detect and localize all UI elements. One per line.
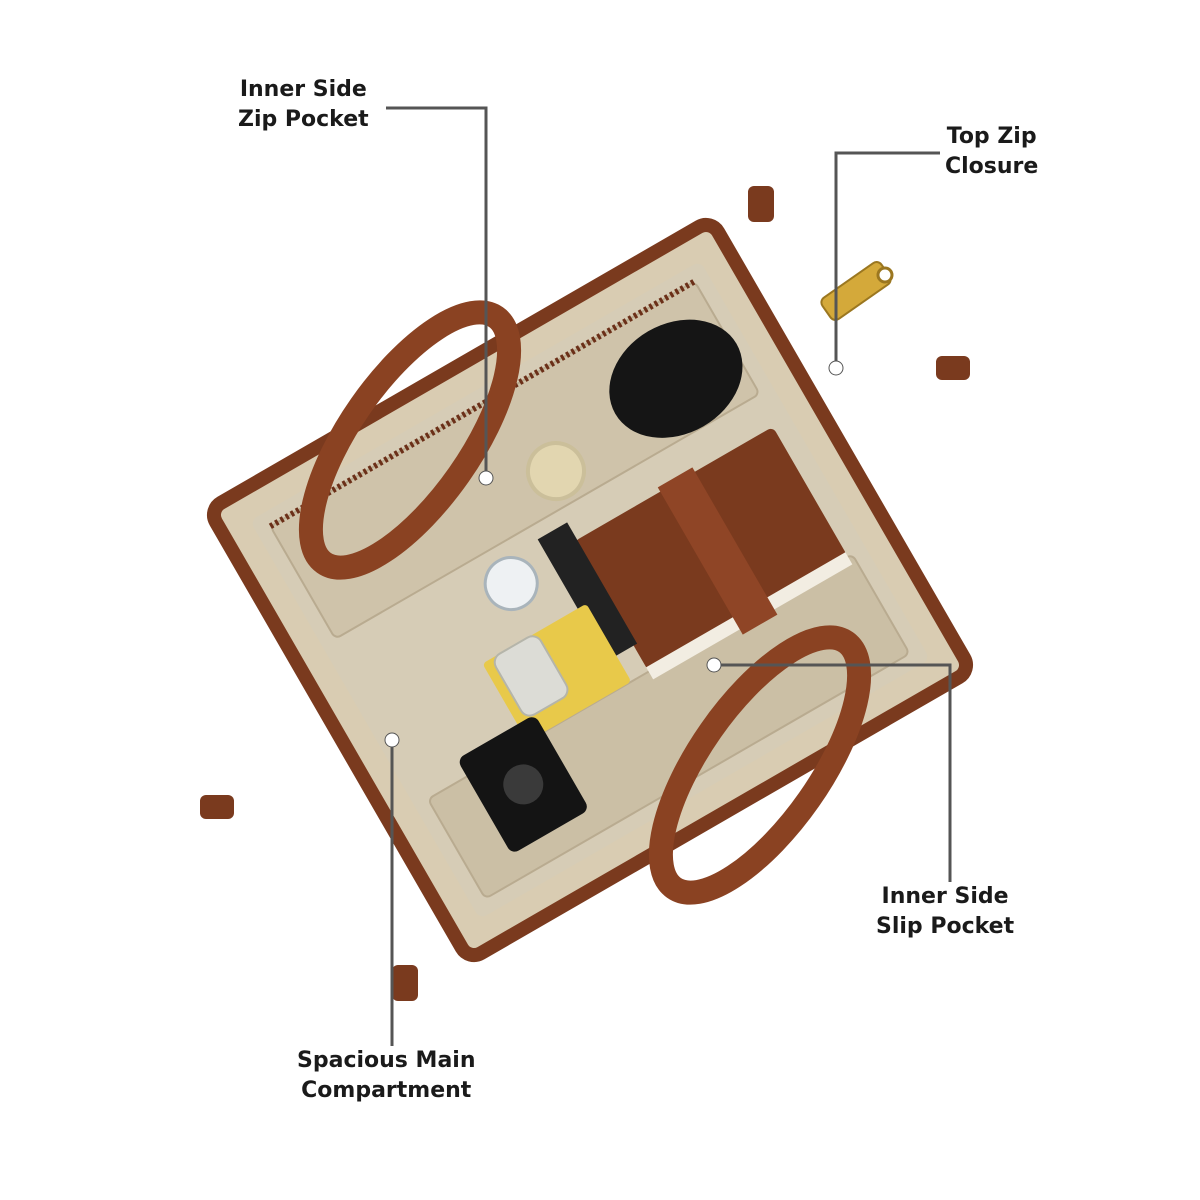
callout-line-2: Closure (945, 154, 1039, 179)
corner-tab-right (936, 356, 970, 380)
leader-lines (386, 106, 952, 1046)
callout-line-2: Compartment (301, 1078, 472, 1103)
leader-line-top-zip (834, 151, 940, 368)
callout-line-1: Spacious Main (297, 1048, 476, 1073)
notebook-strap (657, 467, 778, 635)
zip-track (268, 278, 697, 529)
callout-line-1: Inner Side (881, 884, 1009, 909)
callout-inner-side-zip-pocket: Inner Side Zip Pocket (238, 75, 369, 135)
callout-line-1: Inner Side (239, 77, 367, 102)
glass-bottle (493, 635, 569, 717)
left-handle (298, 300, 522, 580)
dot-zip-pocket (478, 470, 494, 486)
leader-line-slip-pocket (714, 663, 952, 882)
bottle-cap (483, 556, 539, 612)
phone (537, 522, 638, 661)
corner-tab-bottom (392, 965, 418, 1001)
black-pouch (609, 319, 743, 438)
callout-spacious-main-compartment: Spacious Main Compartment (297, 1046, 476, 1106)
corner-tab-left (200, 795, 234, 819)
dot-main-comp (384, 732, 400, 748)
corner-tab-top (748, 186, 774, 222)
leader-dots (384, 360, 844, 748)
bag (206, 217, 974, 963)
perfume-cap (503, 764, 544, 805)
right-handle (648, 625, 872, 905)
callout-top-zip-closure: Top Zip Closure (945, 122, 1038, 182)
callout-line-2: Zip Pocket (238, 107, 369, 132)
callout-line-2: Slip Pocket (876, 914, 1015, 939)
dot-slip-pocket (706, 657, 722, 673)
leader-line-zip-pocket (386, 106, 488, 478)
dot-top-zip (828, 360, 844, 376)
callout-line-1: Top Zip (946, 124, 1037, 149)
callout-inner-side-slip-pocket: Inner Side Slip Pocket (876, 882, 1014, 942)
tape-roll (525, 441, 586, 502)
zip-puller-icon (820, 261, 894, 321)
